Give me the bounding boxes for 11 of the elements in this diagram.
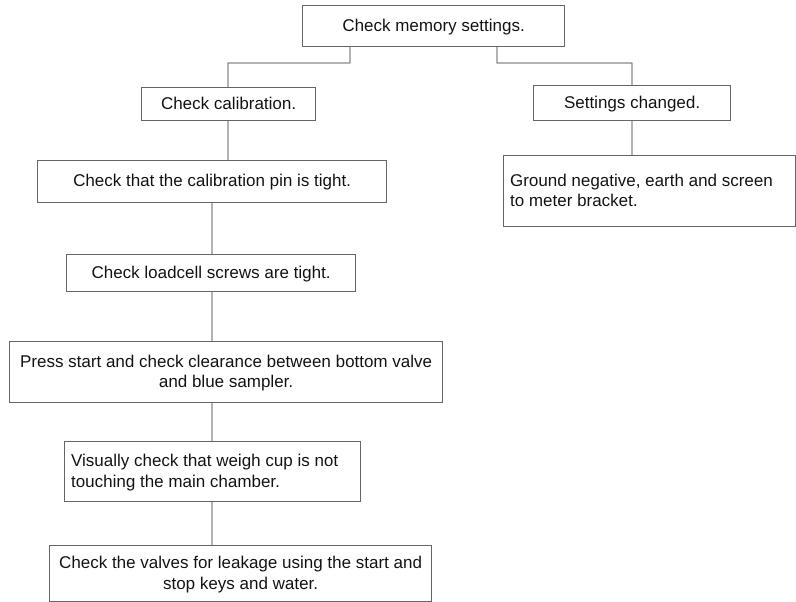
process-box: Check calibration.	[141, 87, 316, 121]
connector-line	[228, 46, 350, 88]
process-box: Settings changed.	[533, 85, 731, 121]
process-box: Check loadcell screws are tight.	[66, 254, 356, 292]
process-box: Visually check that weigh cup is not touching the main chamber.	[64, 441, 361, 502]
process-box: Check the valves for leakage using the start and stop keys and water.	[49, 545, 432, 602]
connector-line	[496, 46, 632, 86]
process-box: Check that the calibration pin is tight.	[37, 160, 387, 203]
process-box: Ground negative, earth and screen to meter bracket.	[503, 155, 796, 227]
process-box: Press start and check clearance between bottom valve and blue sampler.	[9, 341, 443, 403]
process-box: Check memory settings.	[302, 5, 565, 47]
